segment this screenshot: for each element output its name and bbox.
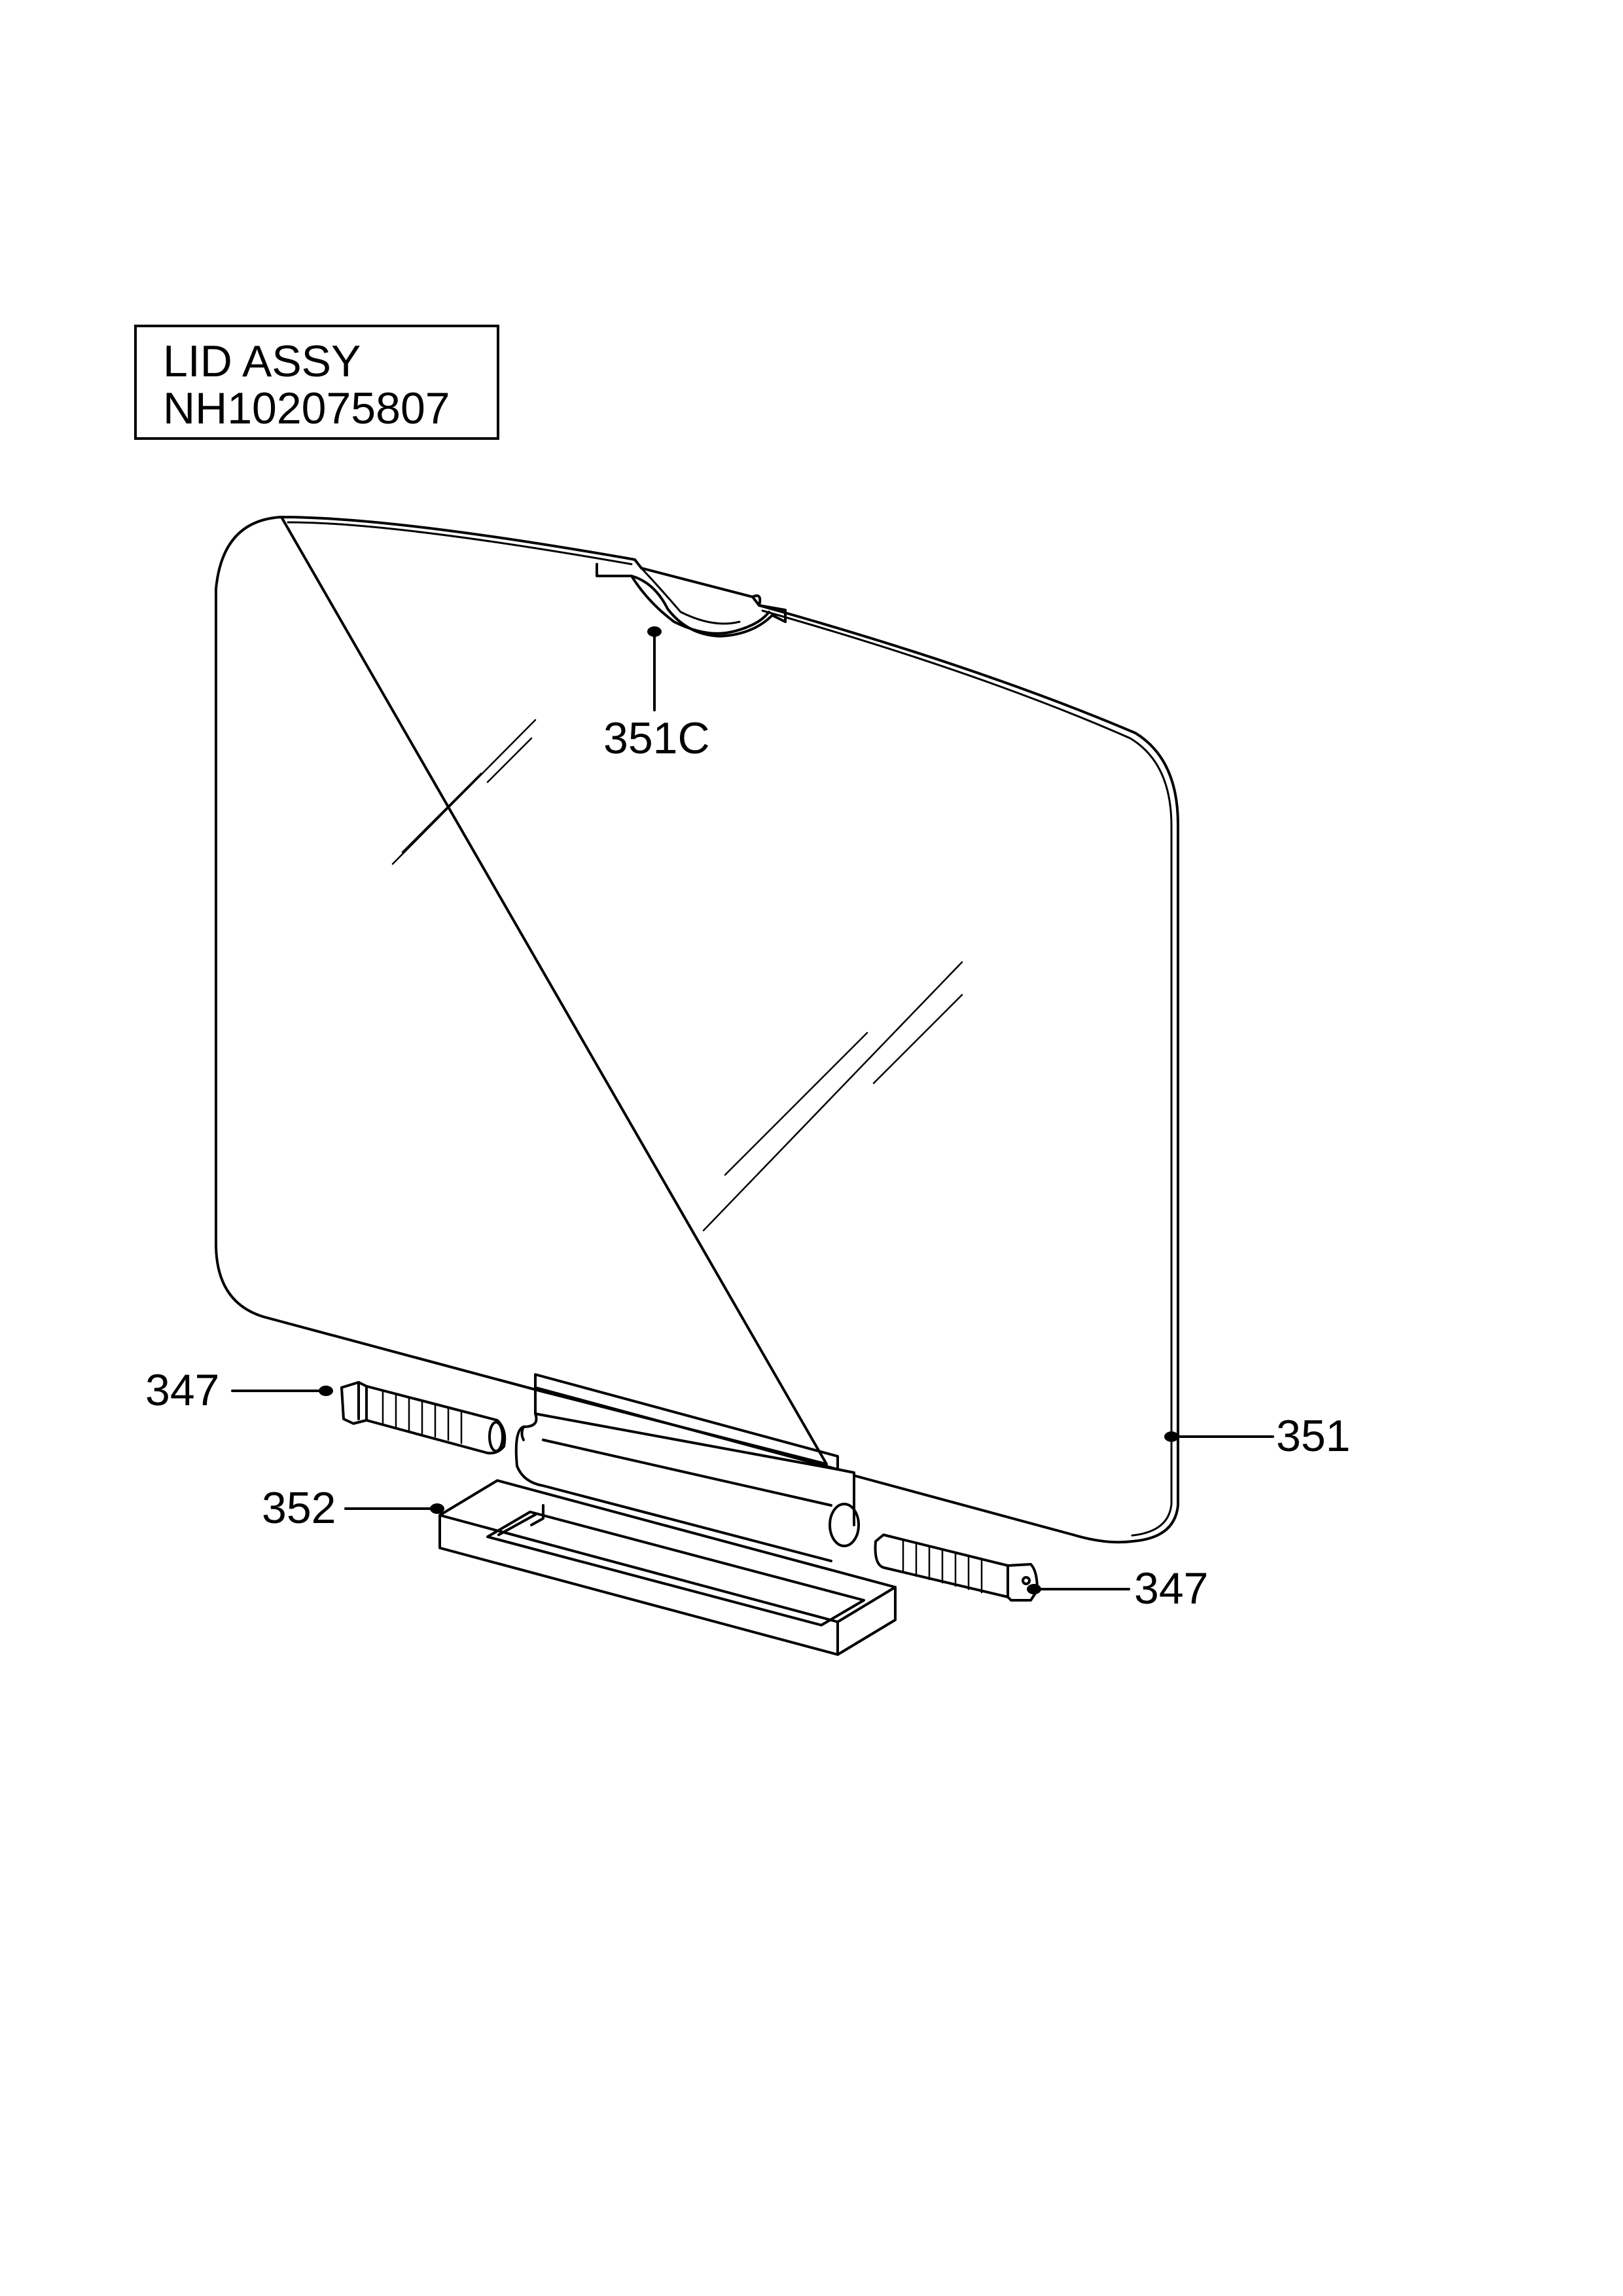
callout-347-right: 347 — [1134, 1564, 1209, 1613]
title-block: LID ASSY NH102075807 — [134, 325, 499, 440]
lid-glass-panel — [215, 516, 1179, 1544]
assembly-name: LID ASSY — [163, 336, 361, 386]
lid-hinge-block — [514, 1373, 860, 1562]
hinge-pin-right — [874, 1534, 1039, 1602]
hinge-pin-left — [340, 1381, 507, 1455]
assembly-part-number: NH102075807 — [163, 384, 450, 433]
leader-dots — [319, 626, 1179, 1594]
callout-347-left: 347 — [145, 1365, 220, 1415]
hinge-cover — [438, 1479, 897, 1656]
callout-351: 351 — [1276, 1411, 1351, 1461]
leader-lines — [231, 635, 1274, 1590]
callout-351c: 351C — [603, 713, 710, 763]
callout-352: 352 — [262, 1483, 336, 1533]
